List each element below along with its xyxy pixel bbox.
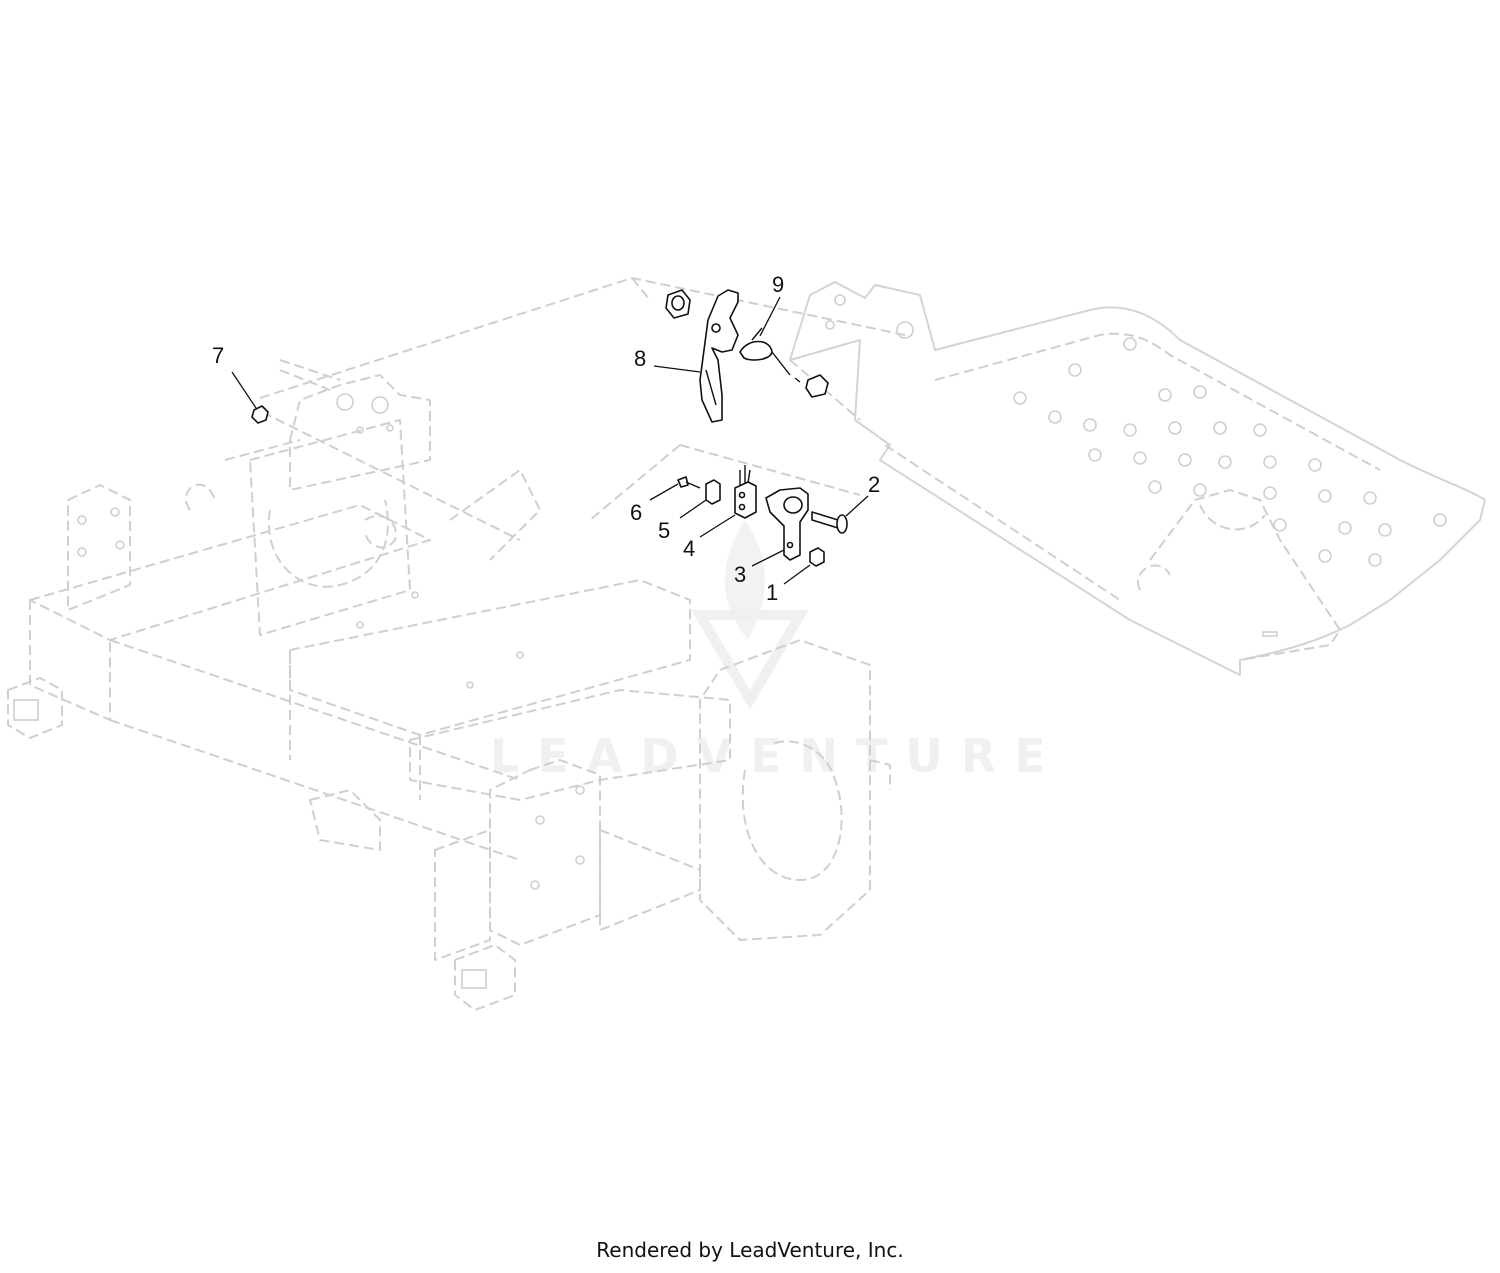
part-9-nut: [805, 374, 829, 398]
leader-7: [231, 371, 257, 409]
callout-labels: 7 8 9 6 5 4 3 2 1: [212, 272, 880, 605]
frame-assembly-phantom: [7, 277, 906, 1011]
part-3-bracket: [765, 487, 809, 561]
leader-lines: [231, 296, 869, 585]
rendered-by-footer: Rendered by LeadVenture, Inc.: [596, 1238, 904, 1262]
leader-4: [699, 514, 736, 538]
callout-5: 5: [658, 518, 670, 543]
part-9-spring: [739, 327, 801, 383]
callout-4: 4: [683, 536, 695, 561]
callout-3: 3: [734, 562, 746, 587]
leader-9: [759, 296, 781, 337]
leader-8: [653, 365, 701, 373]
callout-2: 2: [868, 472, 880, 497]
callout-6: 6: [630, 500, 642, 525]
callout-8: 8: [634, 346, 646, 371]
part-2-bolt: [811, 511, 848, 534]
foot-platform-phantom: [789, 281, 1486, 676]
part-5-clip: [705, 479, 721, 505]
leader-1: [783, 564, 811, 585]
part-8-latch-lever: [699, 289, 739, 423]
watermark-logo: [691, 520, 809, 710]
part-1-nut: [809, 547, 825, 567]
part-bushing: [665, 289, 691, 319]
leader-3: [751, 549, 785, 567]
callout-9: 9: [772, 272, 784, 297]
leader-6: [649, 483, 679, 501]
part-7-nut: [251, 405, 269, 424]
callout-7: 7: [212, 343, 224, 368]
leader-2: [845, 495, 869, 517]
part-6-screw: [677, 476, 701, 489]
callout-1: 1: [766, 580, 778, 605]
leader-5: [679, 499, 707, 519]
watermark-text: LEADVENTURE: [490, 729, 1064, 783]
part-4-switch: [734, 465, 757, 519]
